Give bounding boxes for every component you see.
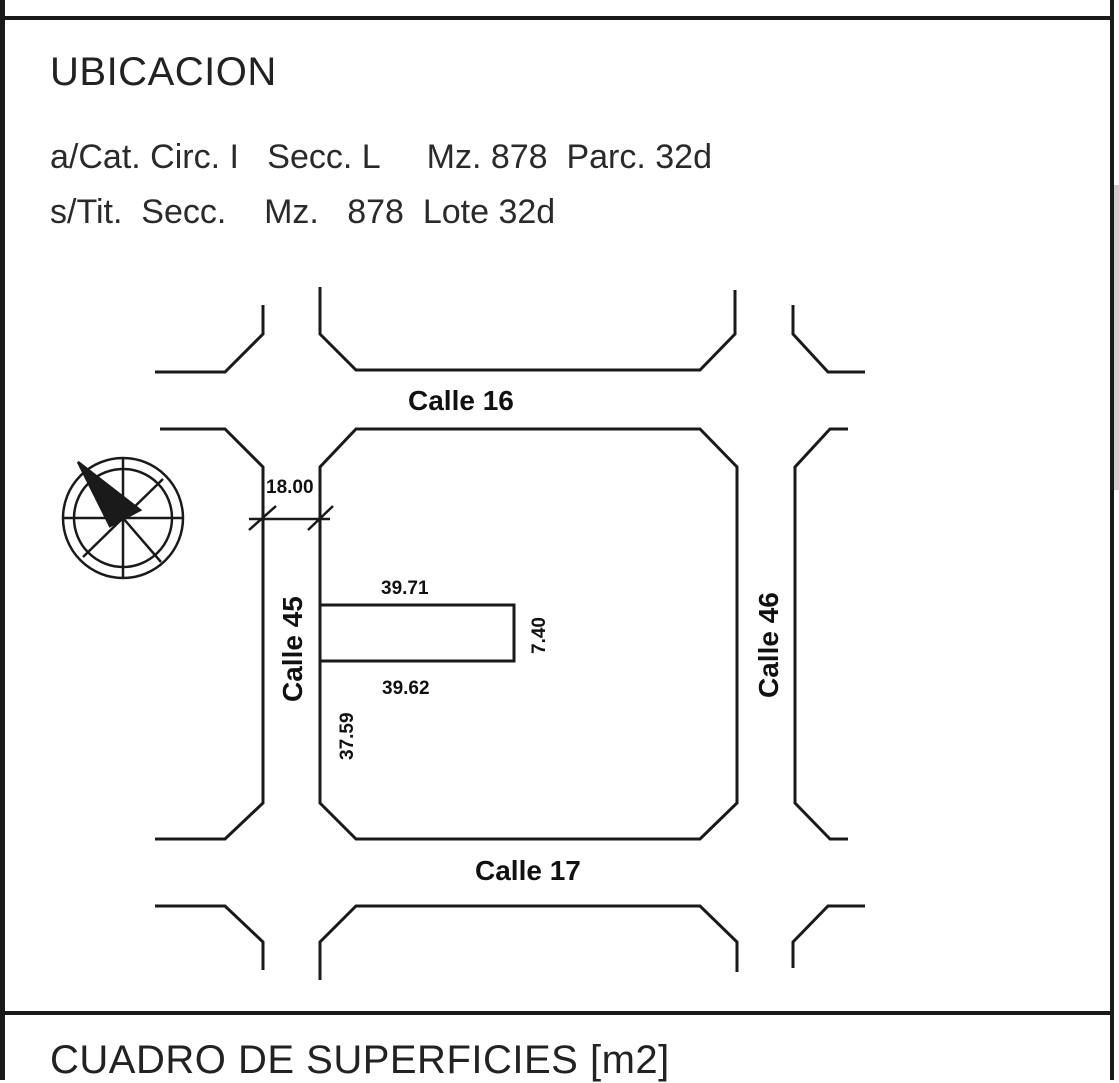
frame-left-border bbox=[0, 0, 5, 1080]
block-top-right bbox=[791, 305, 865, 374]
frame-bottom-divider bbox=[0, 1011, 1114, 1015]
dimension-line-18 bbox=[248, 505, 334, 531]
block-top-center bbox=[318, 287, 737, 372]
main-block bbox=[318, 427, 739, 841]
street-label-north: Calle 16 bbox=[408, 385, 514, 416]
dimension-lot-depth: 7.40 bbox=[529, 617, 550, 654]
dimension-corner-distance: 37.59 bbox=[337, 712, 358, 760]
block-bottom-left bbox=[155, 904, 265, 970]
street-label-east: Calle 46 bbox=[753, 592, 784, 698]
dimension-lot-bottom: 39.62 bbox=[382, 678, 430, 699]
street-label-south: Calle 17 bbox=[475, 855, 581, 886]
block-bottom-center bbox=[318, 904, 739, 980]
street-label-west: Calle 45 bbox=[277, 596, 308, 702]
lot-32d bbox=[320, 603, 516, 663]
frame-top-border bbox=[0, 16, 1114, 20]
section-title: UBICACION bbox=[50, 50, 277, 94]
block-right-center bbox=[793, 427, 848, 841]
cadastral-line: a/Cat. Circ. I Secc. L Mz. 878 Parc. 32d bbox=[50, 138, 712, 176]
block-left-center bbox=[155, 427, 265, 841]
surfaces-table-title: CUADRO DE SUPERFICIES [m2] bbox=[50, 1038, 670, 1082]
block-top-left bbox=[155, 305, 265, 374]
dimension-street-width: 18.00 bbox=[266, 477, 314, 498]
frame-outer-edge bbox=[1114, 185, 1119, 490]
dimension-lot-top: 39.71 bbox=[381, 578, 429, 599]
title-deed-line: s/Tit. Secc. Mz. 878 Lote 32d bbox=[50, 193, 556, 231]
block-bottom-right bbox=[791, 904, 865, 968]
frame-right-border bbox=[1110, 0, 1114, 1080]
compass-rose-icon bbox=[61, 456, 185, 580]
